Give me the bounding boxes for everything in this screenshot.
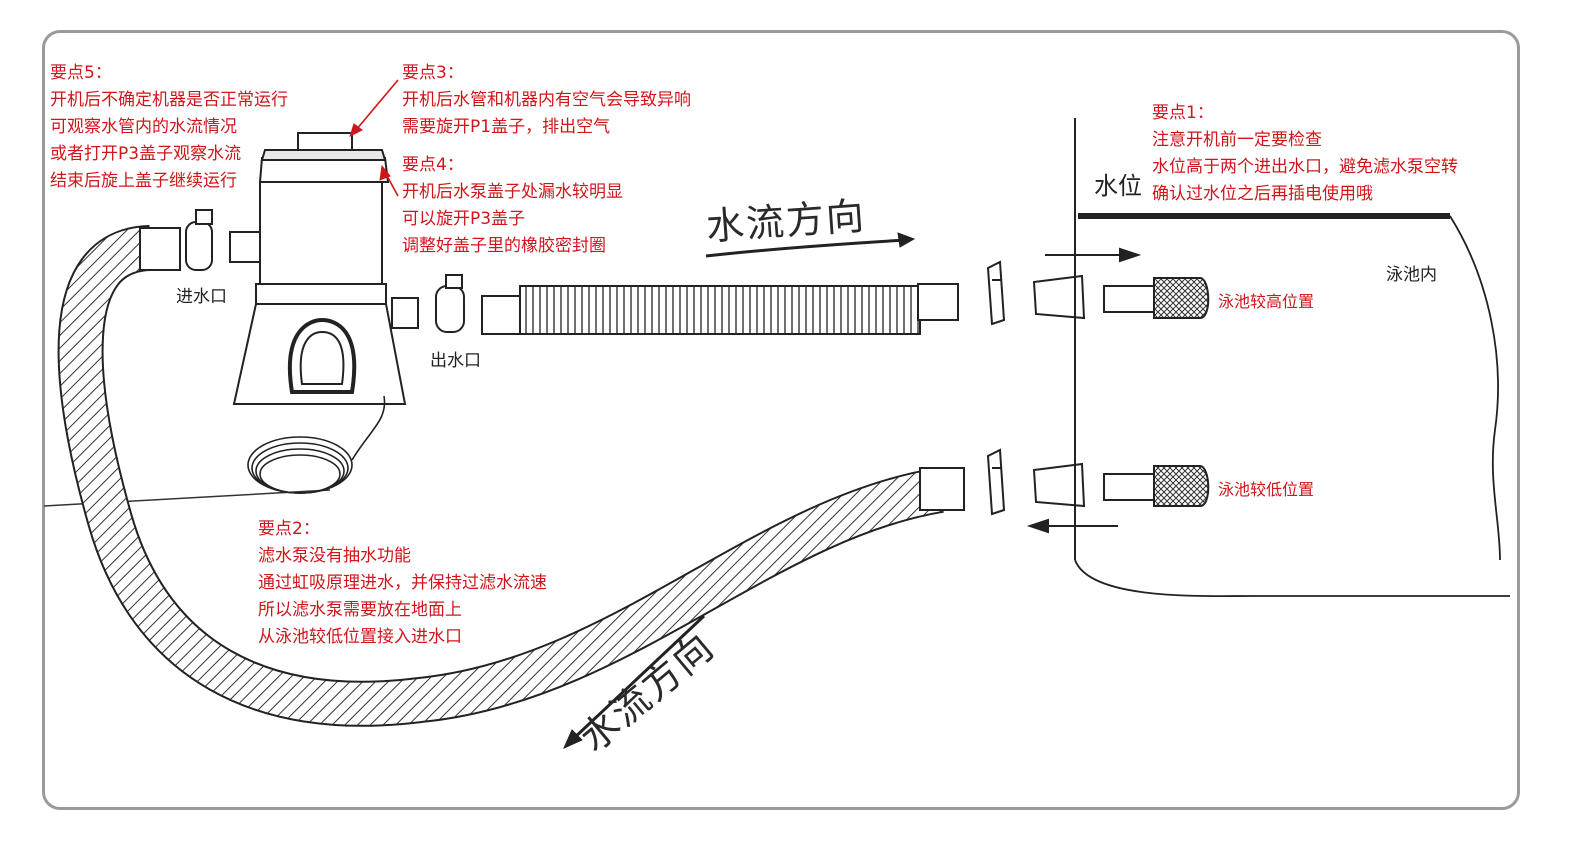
outlet-label: 出水口 <box>430 351 481 371</box>
note-point-1-line: 注意开机前一定要检查 <box>1152 130 1322 150</box>
note-point-4-line: 开机后水泵盖子处漏水较明显 <box>402 182 623 202</box>
note-point-4: 要点4： 开机后水泵盖子处漏水较明显 可以旋开P3盖子 调整好盖子里的橡胶密封圈 <box>402 152 623 260</box>
note-point-2-line: 从泳池较低位置接入进水口 <box>258 627 462 647</box>
top-flow-direction-text: 水流方向 <box>704 193 868 249</box>
bottom-flow-arrow <box>563 614 706 749</box>
inlet-label: 进水口 <box>176 287 227 307</box>
note-point-1: 要点1： 注意开机前一定要检查 水位高于两个进出水口，避免滤水泵空转 确认过水位… <box>1152 100 1458 208</box>
power-cord-coil <box>247 395 386 494</box>
pump-body <box>232 132 407 405</box>
arrow-into-pool <box>1045 247 1142 263</box>
note-point-5-line: 开机后不确定机器是否正常运行 <box>50 90 288 110</box>
note-point-2-title: 要点2： <box>258 519 320 539</box>
note-point-2: 要点2： 滤水泵没有抽水功能 通过虹吸原理进水，并保持过滤水流速 所以滤水泵需要… <box>258 516 547 651</box>
note-point-1-title: 要点1： <box>1152 103 1214 123</box>
note-point-5: 要点5： 开机后不确定机器是否正常运行 可观察水管内的水流情况 或者打开P3盖子… <box>50 60 288 195</box>
note-point-4-line: 调整好盖子里的橡胶密封圈 <box>402 236 606 256</box>
pointer-p3 <box>379 164 399 197</box>
water-level-label: 水位 <box>1094 172 1142 200</box>
inlet-hose-end <box>919 467 965 511</box>
lower-wall-clamp <box>986 448 1006 516</box>
note-point-3-line: 需要旋开P1盖子，排出空气 <box>402 117 611 137</box>
note-point-2-line: 滤水泵没有抽水功能 <box>258 546 411 566</box>
note-point-3-title: 要点3： <box>402 63 464 83</box>
outlet-hose-cuff <box>481 295 523 335</box>
note-point-5-line: 可观察水管内的水流情况 <box>50 117 237 137</box>
outlet-hose <box>519 285 921 335</box>
note-point-1-line: 确认过水位之后再插电使用哦 <box>1152 184 1373 204</box>
upper-wall-clamp <box>986 260 1006 326</box>
note-point-4-line: 可以旋开P3盖子 <box>402 209 526 229</box>
upper-fitting <box>1032 274 1086 320</box>
note-point-2-line: 所以滤水泵需要放在地面上 <box>258 600 462 620</box>
note-point-3: 要点3： 开机后水管和机器内有空气会导致异响 需要旋开P1盖子，排出空气 <box>402 60 691 141</box>
low-strainer <box>1103 465 1210 507</box>
pool-inside-label: 泳池内 <box>1386 265 1437 285</box>
note-point-5-title: 要点5： <box>50 63 112 83</box>
note-point-5-line: 结束后旋上盖子继续运行 <box>50 171 237 191</box>
note-point-2-line: 通过虹吸原理进水，并保持过滤水流速 <box>258 573 547 593</box>
note-point-3-line: 开机后水管和机器内有空气会导致异响 <box>402 90 691 110</box>
lower-fitting <box>1032 462 1086 508</box>
high-strainer <box>1103 277 1210 319</box>
inlet-clamp <box>185 209 213 271</box>
note-point-1-line: 水位高于两个进出水口，避免滤水泵空转 <box>1152 157 1458 177</box>
pointer-p1 <box>349 79 399 137</box>
outlet-clamp <box>435 274 465 333</box>
pool-high-label: 泳池较高位置 <box>1218 292 1315 311</box>
pool-low-label: 泳池较低位置 <box>1218 480 1315 499</box>
top-flow-arrow <box>705 232 916 258</box>
note-point-4-title: 要点4： <box>402 155 464 175</box>
note-point-5-line: 或者打开P3盖子观察水流 <box>50 144 242 164</box>
arrow-out-of-pool <box>1026 518 1118 534</box>
